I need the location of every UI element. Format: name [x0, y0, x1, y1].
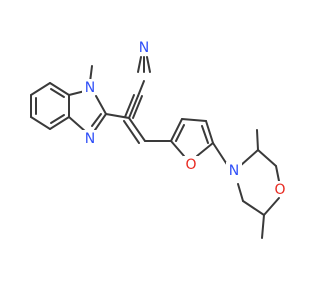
nitrile-triple-bond [137, 56, 151, 73]
benzene-ring [30, 82, 70, 130]
furan-ring [170, 118, 229, 167]
acrylonitrile-linker [105, 80, 172, 144]
imidazole-ring-nitrogen-label: N [85, 131, 95, 147]
imidazole-methyl-nitrogen-label: N [85, 80, 95, 96]
atom-labels: N N N O N O [82, 39, 288, 198]
molecule-structure-diagram: N N N O N O [30, 39, 288, 239]
morpholine-ring [237, 129, 280, 239]
nitrile-nitrogen-label: N [139, 40, 149, 56]
furan-oxygen-label: O [185, 157, 196, 173]
morpholine-nitrogen-label: N [229, 163, 239, 179]
imidazole-ring [68, 65, 107, 133]
morpholine-oxygen-label: O [274, 182, 285, 198]
